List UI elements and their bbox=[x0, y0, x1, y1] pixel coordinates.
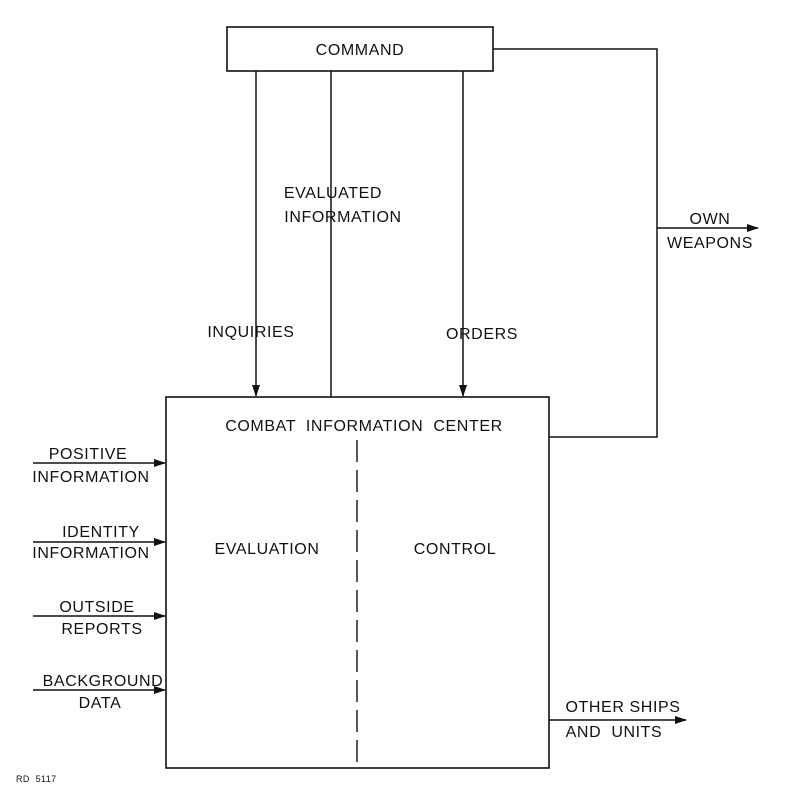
own-weapons-label-2: WEAPONS bbox=[667, 235, 753, 252]
command-box bbox=[226, 26, 494, 72]
cic-title: COMBAT INFORMATION CENTER bbox=[225, 418, 503, 435]
background-data-label-1: BACKGROUND bbox=[43, 673, 164, 690]
identity-information-label-1: IDENTITY bbox=[62, 524, 140, 541]
command-to-cic-loop bbox=[493, 48, 658, 438]
outside-reports-label-2: REPORTS bbox=[61, 621, 142, 638]
command-label: COMMAND bbox=[316, 42, 405, 59]
own-weapons-label-1: OWN bbox=[690, 211, 731, 228]
positive-information-label-2: INFORMATION bbox=[32, 469, 149, 486]
identity-information-label-2: INFORMATION bbox=[32, 545, 149, 562]
positive-information-label-1: POSITIVE bbox=[49, 446, 128, 463]
evaluated-information-label-2: INFORMATION bbox=[284, 209, 401, 226]
control-label: CONTROL bbox=[414, 541, 496, 558]
orders-label: ORDERS bbox=[446, 326, 518, 343]
evaluation-label: EVALUATION bbox=[215, 541, 320, 558]
figure-id: RD 5117 bbox=[16, 774, 57, 784]
inquiries-label: INQUIRIES bbox=[207, 324, 294, 341]
background-data-label-2: DATA bbox=[79, 695, 122, 712]
other-ships-label-2: AND UNITS bbox=[566, 724, 663, 741]
other-ships-label-1: OTHER SHIPS bbox=[565, 699, 680, 716]
evaluated-information-label-1: EVALUATED bbox=[284, 185, 382, 202]
outside-reports-label-1: OUTSIDE bbox=[59, 599, 134, 616]
